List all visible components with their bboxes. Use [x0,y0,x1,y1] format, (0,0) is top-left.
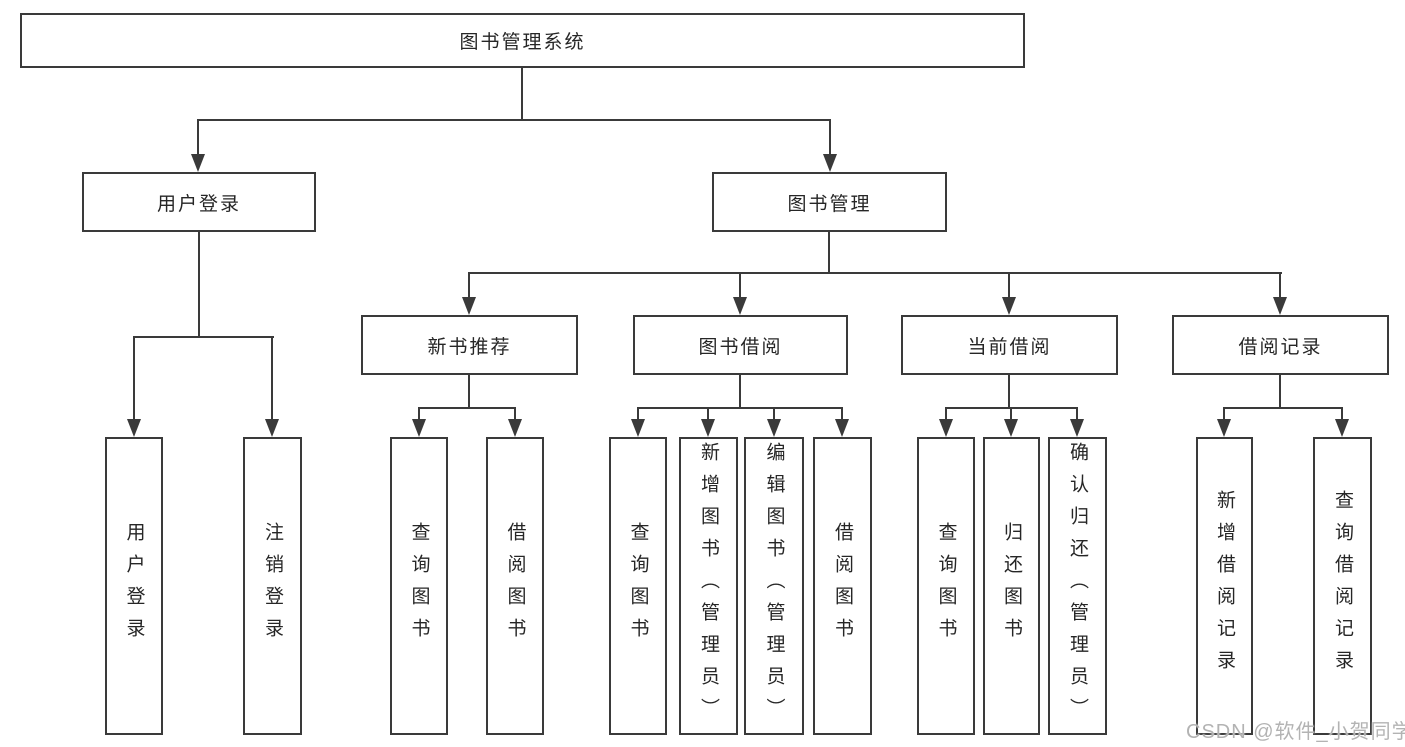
connector-shaft [1223,407,1225,421]
node-query-books-current: 查询图书 [917,437,975,735]
connector-user-login-rail [133,336,274,338]
node-add-book-admin-label: 新增图书（管理员） [698,442,719,730]
connector-shaft-user-login [197,119,199,157]
arrow-down-icon [823,154,837,172]
connector-borrow-records-stem [1279,375,1281,408]
connector-borrow-records-rail [1223,407,1343,409]
node-current-borrow-label: 当前借阅 [967,336,1052,358]
node-user-login-label: 用户登录 [156,193,241,215]
connector-shaft-book-management [829,119,831,157]
connector-shaft [707,407,709,421]
connector-shaft [1341,407,1343,421]
node-user-login-leaf: 用户登录 [105,437,163,735]
node-logout-label: 注销登录 [262,522,283,650]
node-query-books-borrow-label: 查询图书 [627,522,649,650]
arrow-down-icon [1002,297,1016,315]
node-borrow-books-recommend: 借阅图书 [486,437,544,735]
arrow-down-icon [1070,419,1084,437]
connector-shaft [1076,407,1078,421]
connector-user-login-stem [198,232,200,338]
node-borrow-books-recommend-label: 借阅图书 [504,522,526,650]
arrow-down-icon [835,419,849,437]
node-new-book-recommend-label: 新书推荐 [427,336,512,358]
connector-shaft-borrow-records [1279,272,1281,299]
node-book-borrow: 图书借阅 [633,315,848,375]
connector-book-mgmt-rail [468,272,1282,274]
connector-shaft-login-leaf [133,336,135,421]
arrow-down-icon [767,419,781,437]
node-query-books-recommend: 查询图书 [390,437,448,735]
arrow-down-icon [127,419,141,437]
connector-new-books-rail [418,407,516,409]
connector-root-rail [197,119,831,121]
node-add-borrow-record-label: 新增借阅记录 [1214,490,1235,682]
arrow-down-icon [462,297,476,315]
connector-shaft-book-borrow [739,272,741,299]
arrow-down-icon [508,419,522,437]
connector-root-stem [521,68,523,121]
arrow-down-icon [1004,419,1018,437]
connector-current-borrow-stem [1008,375,1010,408]
node-add-book-admin: 新增图书（管理员） [679,437,738,735]
arrow-down-icon [191,154,205,172]
connector-shaft-logout-leaf [271,336,273,421]
connector-shaft [1010,407,1012,421]
arrow-down-icon [412,419,426,437]
node-current-borrow: 当前借阅 [901,315,1118,375]
node-borrow-records-label: 借阅记录 [1238,336,1323,358]
node-query-books-current-label: 查询图书 [935,522,957,650]
arrow-down-icon [265,419,279,437]
connector-shaft-current-borrow [1008,272,1010,299]
arrow-down-icon [701,419,715,437]
node-borrow-books-leaf-label: 借阅图书 [832,522,853,650]
node-query-books-recommend-label: 查询图书 [408,522,430,650]
arrow-down-icon [733,297,747,315]
connector-shaft [637,407,639,421]
node-return-book: 归还图书 [983,437,1040,735]
connector-shaft [841,407,843,421]
node-new-book-recommend: 新书推荐 [361,315,578,375]
node-query-borrow-record-label: 查询借阅记录 [1332,490,1353,682]
node-borrow-records: 借阅记录 [1172,315,1389,375]
node-edit-book-admin: 编辑图书（管理员） [744,437,804,735]
node-add-borrow-record: 新增借阅记录 [1196,437,1253,735]
node-user-login-leaf-label: 用户登录 [123,522,145,650]
node-query-books-borrow: 查询图书 [609,437,667,735]
connector-shaft-new-books [468,272,470,299]
arrow-down-icon [939,419,953,437]
node-confirm-return-admin-label: 确认归还（管理员） [1067,442,1088,730]
node-book-borrow-label: 图书借阅 [698,336,783,358]
connector-book-borrow-rail [637,407,843,409]
arrow-down-icon [1335,419,1349,437]
arrow-down-icon [1273,297,1287,315]
node-logout: 注销登录 [243,437,302,735]
arrow-down-icon [631,419,645,437]
node-edit-book-admin-label: 编辑图书（管理员） [763,442,785,730]
node-library-system-label: 图书管理系统 [459,32,586,53]
node-book-management-label: 图书管理 [787,193,872,215]
connector-shaft [773,407,775,421]
node-user-login: 用户登录 [82,172,316,232]
connector-book-borrow-stem [739,375,741,408]
node-return-book-label: 归还图书 [1001,522,1022,650]
node-library-system: 图书管理系统 [20,13,1025,68]
connector-shaft [514,407,516,421]
node-confirm-return-admin: 确认归还（管理员） [1048,437,1107,735]
node-book-management: 图书管理 [712,172,947,232]
arrow-down-icon [1217,419,1231,437]
connector-shaft [945,407,947,421]
connector-new-books-stem [468,375,470,408]
node-borrow-books-leaf: 借阅图书 [813,437,872,735]
connector-book-mgmt-stem [828,232,830,274]
watermark: CSDN @软件_小贺同学 [1186,721,1405,743]
node-query-borrow-record: 查询借阅记录 [1313,437,1372,735]
connector-shaft [418,407,420,421]
